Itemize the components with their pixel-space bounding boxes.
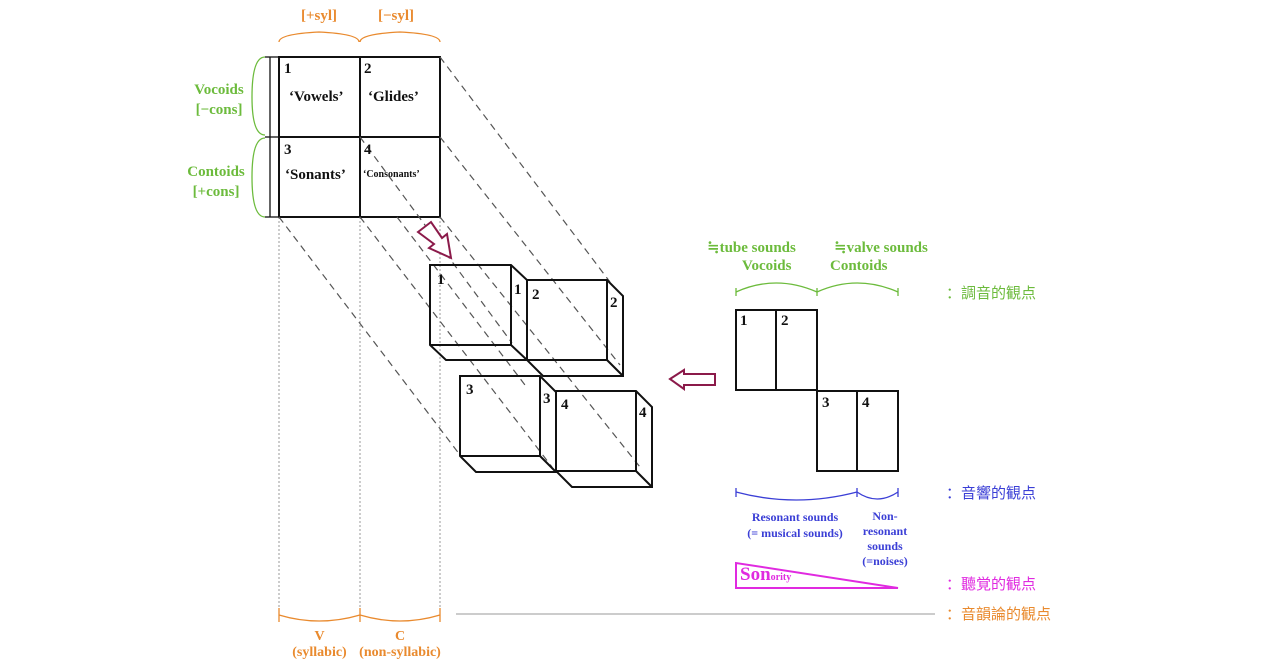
non-syllabic-label: C (non-syllabic) [356, 629, 444, 661]
row-header-vocoids-line2: [−cons] [195, 102, 243, 118]
bottom-brackets [278, 608, 441, 622]
tube-valve-brackets [735, 282, 899, 296]
non-syllabic-label-c: C [394, 629, 406, 644]
syl-plus-bracket [278, 31, 360, 43]
acoustic-viewpoint-label: ：音響的観点 [946, 485, 1037, 502]
syllabic-label-sub: (syllabic) [292, 645, 347, 660]
cube-4-front-label: 4 [561, 397, 569, 413]
cell-2-label: ‘Glides’ [368, 89, 419, 105]
dotted-guides [278, 217, 441, 612]
row-header-vocoids: Vocoids [−cons] [186, 80, 252, 120]
syl-minus-bracket [359, 31, 441, 43]
cell-3-number: 3 [284, 142, 292, 158]
non-syllabic-label-sub: (non-syllabic) [359, 645, 441, 660]
resonant-sounds-line2: (= musical sounds) [747, 526, 843, 540]
syllabic-label: V (syllabic) [279, 629, 360, 661]
resonance-brackets [735, 488, 899, 501]
down-arrow [416, 220, 453, 260]
right-cell-2-number: 2 [781, 313, 789, 329]
sonority-label: Sonority [740, 565, 791, 584]
col-header-plus-syl: [+syl] [301, 8, 338, 24]
non-resonant-line4: (=noises) [862, 554, 908, 568]
cube-3-front-label: 3 [466, 382, 474, 398]
contoids-bracket [251, 137, 266, 218]
resonant-sounds-line1: Resonant sounds [751, 510, 839, 524]
vocoids-bracket [251, 56, 266, 136]
right-grid [735, 309, 899, 472]
left-black-bracket [265, 56, 279, 218]
cube-4 [555, 390, 653, 488]
row-header-contoids: Contoids [+cons] [180, 162, 252, 202]
non-resonant-line3: sounds [867, 539, 903, 553]
cube-3 [459, 375, 557, 473]
right-cell-4-number: 4 [862, 395, 870, 411]
non-resonant-line1: Non- [872, 509, 898, 523]
sonority-small: ority [770, 572, 792, 583]
top-matrix-grid [278, 56, 441, 218]
non-resonant-sounds-label: Non- resonant sounds (=noises) [855, 509, 915, 569]
cell-3-label: ‘Sonants’ [285, 167, 346, 183]
auditory-viewpoint-label: ：聽覚的観点 [946, 576, 1037, 593]
cell-1-label: ‘Vowels’ [289, 89, 344, 105]
cube-1-front-label: 1 [437, 272, 445, 288]
left-arrow [668, 368, 716, 391]
row-header-contoids-line1: Contoids [187, 164, 245, 180]
resonant-sounds-label: Resonant sounds (= musical sounds) [733, 509, 857, 541]
row-header-vocoids-line1: Vocoids [194, 82, 244, 98]
cube-4-side-label: 4 [639, 405, 647, 421]
sonority-wedge [735, 561, 899, 589]
valve-sounds-header: ≒valve sounds [834, 240, 928, 256]
syllabic-label-v: V [314, 629, 325, 644]
sonority-big: Son [740, 564, 771, 585]
right-cell-3-number: 3 [822, 395, 830, 411]
right-cell-1-number: 1 [740, 313, 748, 329]
tube-sounds-header: ≒tube sounds [707, 240, 796, 256]
cell-4-label: ‘Consonants’ [363, 169, 420, 180]
cube-2-front-label: 2 [532, 287, 540, 303]
cube-1-side-label: 1 [514, 282, 522, 298]
cube-2 [526, 279, 624, 377]
row-header-contoids-line2: [+cons] [192, 184, 240, 200]
phonological-viewpoint-label: ：音韻論的観点 [946, 606, 1052, 623]
contoids-subheader: Contoids [830, 258, 888, 274]
projection-lines [278, 56, 641, 468]
articulatory-viewpoint-label: ：調音的観点 [946, 285, 1037, 302]
cell-1-number: 1 [284, 61, 292, 77]
cell-4-number: 4 [364, 142, 372, 158]
cube-3-side-label: 3 [543, 391, 551, 407]
cube-2-side-label: 2 [610, 295, 618, 311]
vocoids-subheader: Vocoids [742, 258, 792, 274]
col-header-minus-syl: [−syl] [378, 8, 415, 24]
cell-2-number: 2 [364, 61, 372, 77]
non-resonant-line2: resonant [862, 524, 908, 538]
